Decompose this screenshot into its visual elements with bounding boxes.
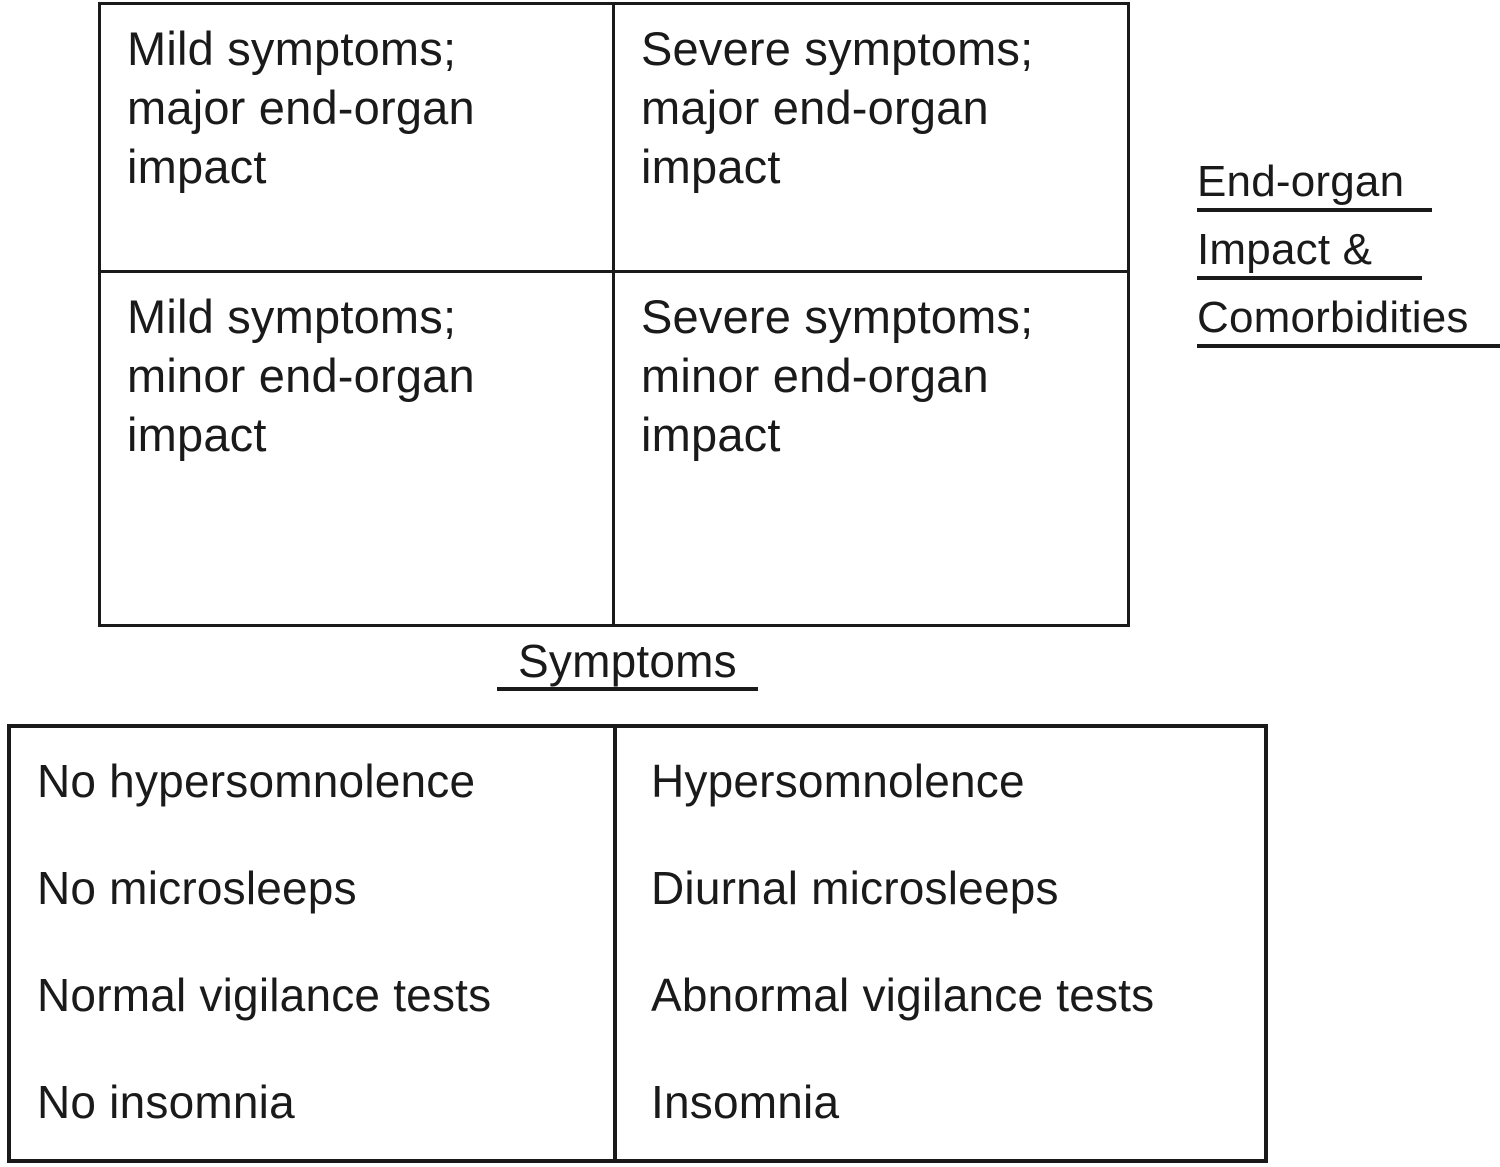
y-axis-label-line-1: End-organ [1197,156,1433,212]
symptom-item: Abnormal vigilance tests [651,969,1155,1021]
symptom-item: No hypersomnolence [37,755,476,807]
severity-matrix: Mild symptoms; major end-organ impact Se… [98,2,1130,627]
symptom-item: Normal vigilance tests [37,969,492,1021]
symptom-item: Insomnia [651,1076,840,1128]
symptom-item: No insomnia [37,1076,295,1128]
symptoms-definition-box: No hypersomnolence No microsleeps Normal… [7,724,1268,1163]
symptom-item: No microsleeps [37,862,357,914]
matrix-cell-mild-major: Mild symptoms; major end-organ impact [101,5,615,273]
y-axis-label-line-2: Impact & [1197,224,1423,280]
matrix-cell-severe-minor: Severe symptoms; minor end-organ impact [641,290,1034,461]
symptom-item: Diurnal microsleeps [651,862,1059,914]
symptom-item: Hypersomnolence [651,755,1025,807]
symptoms-present-column: Hypersomnolence Diurnal microsleeps Abno… [617,728,1264,1159]
y-axis-label-end-organ-impact: End-organ Impact & Comorbidities [1197,156,1500,360]
x-axis-label-text: Symptoms [497,638,758,691]
matrix-cell-mild-minor: Mild symptoms; minor end-organ impact [101,273,615,624]
x-axis-label-symptoms: Symptoms [497,634,758,691]
y-axis-label-line-3: Comorbidities [1197,292,1500,348]
symptoms-absent-column: No hypersomnolence No microsleeps Normal… [11,728,617,1159]
matrix-cell-severe-major: Severe symptoms; major end-organ impact [615,5,1127,273]
